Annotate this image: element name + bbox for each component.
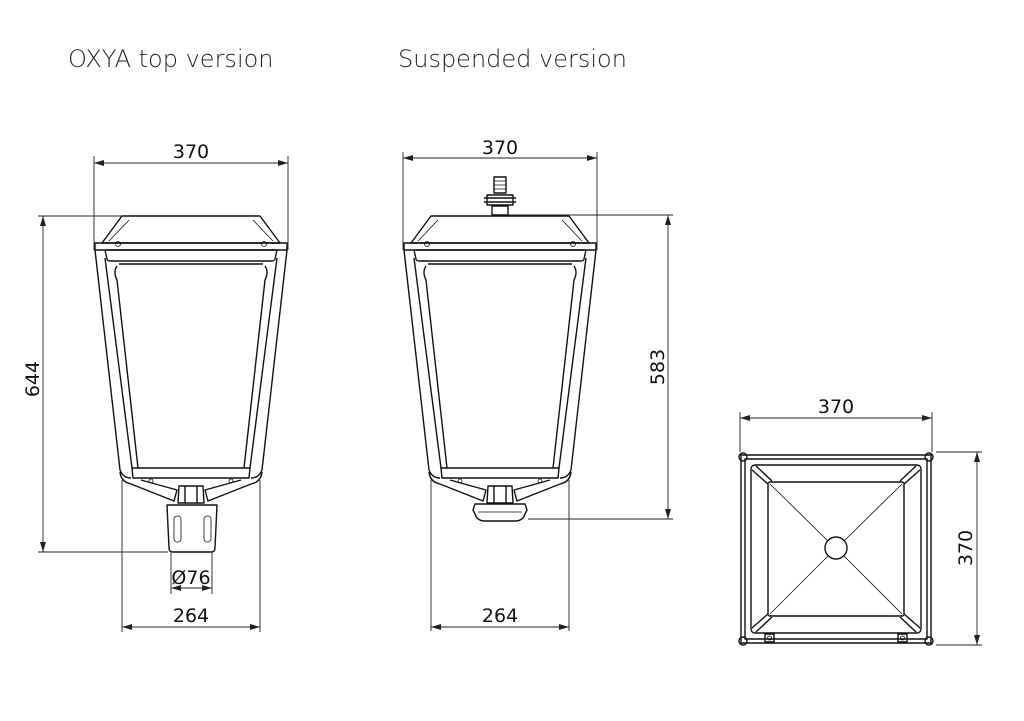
- dim-suspended-height: 583: [647, 349, 669, 385]
- dimensions-top-version: 370 644 Ø76 264: [22, 141, 289, 632]
- title-top-version: OXYA top version: [68, 45, 274, 73]
- dim-top-width: 370: [173, 141, 209, 163]
- dim-bottom-width: 264: [173, 605, 209, 627]
- lamp-top-version-drawing: [94, 215, 288, 553]
- lamp-suspended-version-drawing: [403, 176, 597, 522]
- dim-top-height: 644: [22, 361, 44, 397]
- lamp-top-view-drawing: [738, 452, 934, 646]
- dimensions-top-view: 370 370: [739, 396, 982, 646]
- title-suspended-version: Suspended version: [398, 45, 627, 73]
- dim-top-view-depth: 370: [955, 530, 977, 566]
- dim-pole-diameter: Ø76: [171, 567, 210, 589]
- dim-top-view-width: 370: [818, 396, 854, 418]
- dim-suspended-bottom-width: 264: [482, 605, 518, 627]
- dimensions-suspended-version: 370 583 264: [402, 137, 673, 631]
- dim-suspended-top-width: 370: [482, 137, 518, 159]
